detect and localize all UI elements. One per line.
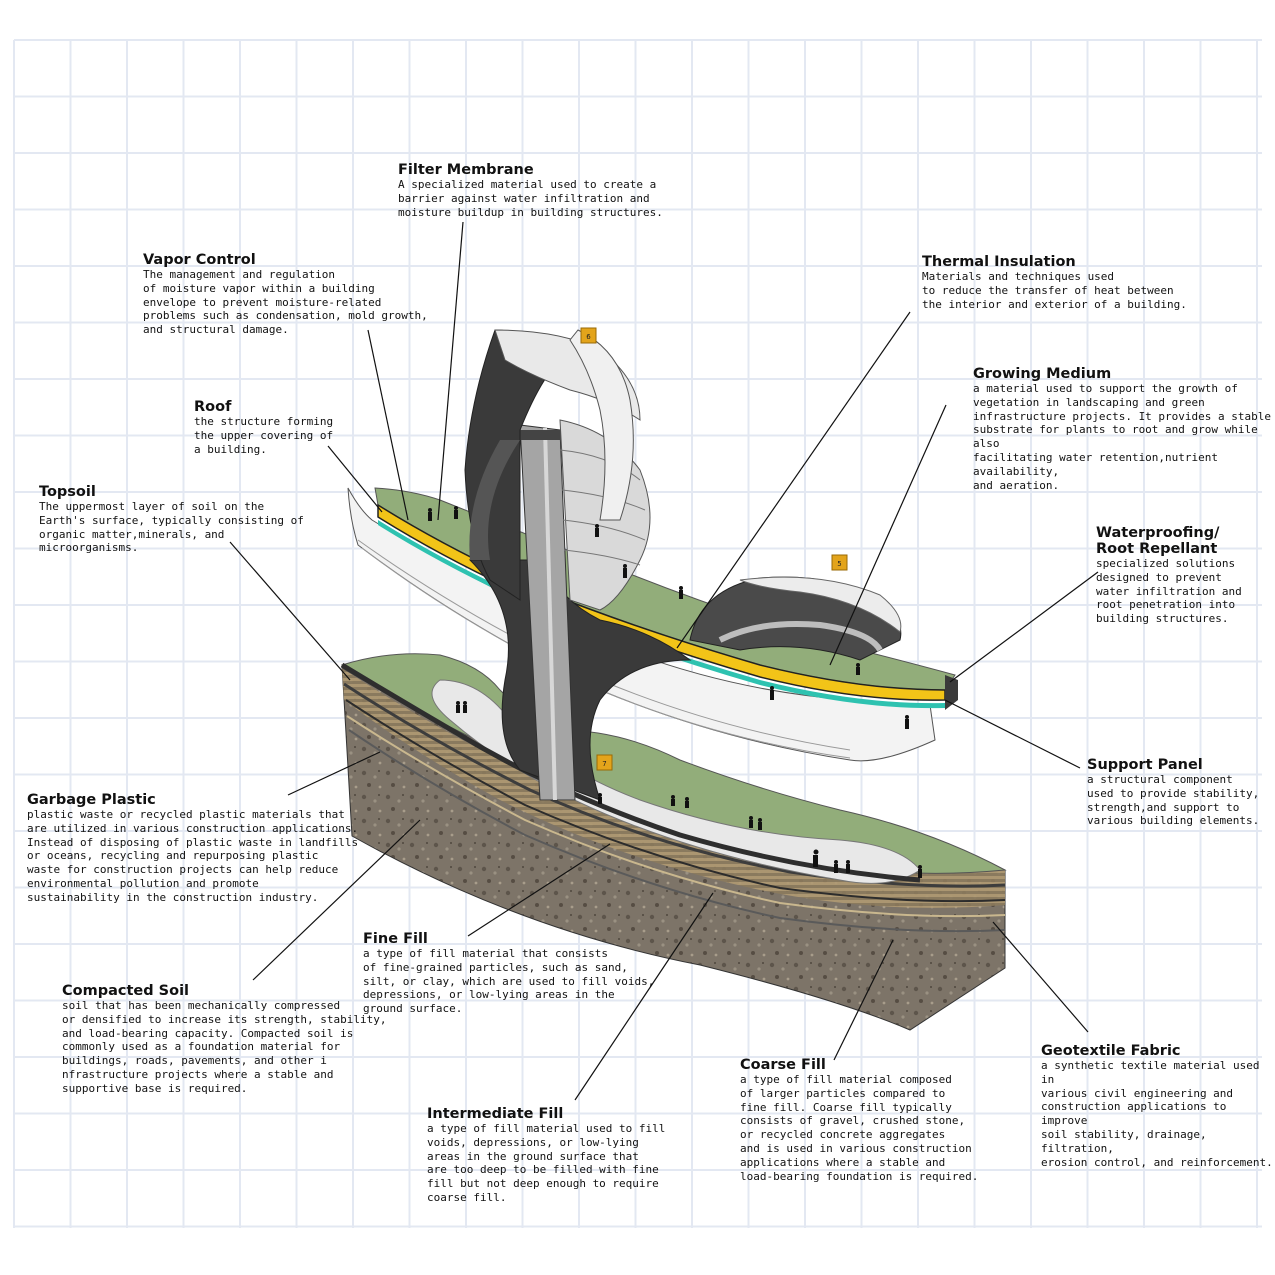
filter-membrane-desc: A specialized material used to create a … bbox=[398, 178, 663, 219]
filter-membrane-title: Filter Membrane bbox=[398, 162, 534, 178]
waterproofing-title: Waterproofing/ Root Repellant bbox=[1096, 525, 1220, 557]
central-core bbox=[468, 424, 692, 801]
fine-fill-title: Fine Fill bbox=[363, 931, 428, 947]
waterproofing-desc: specialized solutions designed to preven… bbox=[1096, 557, 1242, 626]
topsoil-title: Topsoil bbox=[39, 484, 96, 500]
garbage-plastic-desc: plastic waste or recycled plastic materi… bbox=[27, 808, 359, 904]
vapor-control-desc: The management and regulation of moistur… bbox=[143, 268, 428, 337]
roof-desc: the structure forming the upper covering… bbox=[194, 415, 334, 456]
label-intermediate-fill: Intermediate Fill a type of fill materia… bbox=[427, 1106, 665, 1205]
vapor-control-title: Vapor Control bbox=[143, 252, 256, 268]
core-flared-base bbox=[468, 559, 692, 801]
support-panel-desc: a structural component used to provide s… bbox=[1087, 773, 1260, 828]
roof-title: Roof bbox=[194, 399, 232, 415]
label-geotextile-fabric: Geotextile Fabric a synthetic textile ma… bbox=[1041, 1043, 1275, 1169]
support-panel-title: Support Panel bbox=[1087, 757, 1203, 773]
label-waterproofing: Waterproofing/ Root Repellant specialize… bbox=[1096, 525, 1242, 626]
garbage-plastic-title: Garbage Plastic bbox=[27, 792, 156, 808]
compacted-soil-title: Compacted Soil bbox=[62, 983, 190, 999]
intermediate-fill-desc: a type of fill material used to fill voi… bbox=[427, 1122, 666, 1204]
geotextile-fabric-desc: a synthetic textile material used in var… bbox=[1041, 1059, 1273, 1169]
marker-6: 6 bbox=[586, 333, 591, 341]
label-support-panel: Support Panel a structural component use… bbox=[1087, 757, 1259, 828]
coarse-fill-desc: a type of fill material composed of larg… bbox=[740, 1073, 979, 1183]
tower-shell bbox=[464, 329, 651, 611]
topsoil-desc: The uppermost layer of soil on the Earth… bbox=[39, 500, 304, 555]
label-vapor-control: Vapor Control The management and regulat… bbox=[143, 252, 428, 337]
label-topsoil: Topsoil The uppermost layer of soil on t… bbox=[39, 484, 304, 555]
label-fine-fill: Fine Fill a type of fill material that c… bbox=[363, 931, 654, 1016]
label-compacted-soil: Compacted Soil soil that has been mechan… bbox=[62, 983, 387, 1096]
marker-7: 7 bbox=[602, 760, 606, 768]
thermal-insulation-title: Thermal Insulation bbox=[922, 254, 1076, 270]
intermediate-fill-title: Intermediate Fill bbox=[427, 1106, 564, 1122]
label-filter-membrane: Filter Membrane A specialized material u… bbox=[398, 162, 663, 219]
label-coarse-fill: Coarse Fill a type of fill material comp… bbox=[740, 1057, 978, 1183]
marker-5: 5 bbox=[837, 560, 841, 568]
label-roof: Roof the structure forming the upper cov… bbox=[194, 399, 333, 456]
label-thermal-insulation: Thermal Insulation Materials and techniq… bbox=[922, 254, 1187, 311]
label-growing-medium: Growing Medium a material used to suppor… bbox=[973, 366, 1275, 492]
geotextile-fabric-title: Geotextile Fabric bbox=[1041, 1043, 1181, 1059]
growing-medium-desc: a material used to support the growth of… bbox=[973, 382, 1272, 492]
thermal-insulation-desc: Materials and techniques used to reduce … bbox=[922, 270, 1187, 311]
growing-medium-title: Growing Medium bbox=[973, 366, 1112, 382]
label-garbage-plastic: Garbage Plastic plastic waste or recycle… bbox=[27, 792, 358, 905]
fine-fill-desc: a type of fill material that consists of… bbox=[363, 947, 655, 1016]
compacted-soil-desc: soil that has been mechanically compress… bbox=[62, 999, 387, 1095]
coarse-fill-title: Coarse Fill bbox=[740, 1057, 826, 1073]
